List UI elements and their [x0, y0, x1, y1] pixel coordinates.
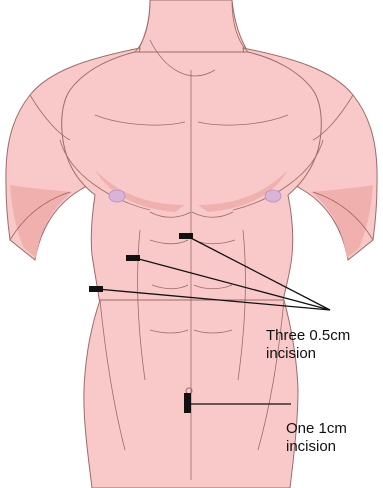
- one-incision-label-line1: One 1cm: [286, 420, 347, 438]
- one-incision-label-line2: incision: [286, 438, 347, 456]
- right-nipple: [265, 190, 281, 202]
- one-incision-label: One 1cm incision: [286, 420, 347, 456]
- three-incision-label-line1: Three 0.5cm: [266, 327, 350, 345]
- umbilical-port-incision: [184, 393, 191, 413]
- neck: [135, 0, 250, 55]
- mid-right-port-incision: [126, 255, 140, 261]
- left-nipple: [109, 190, 125, 202]
- three-incision-label-line2: incision: [266, 345, 350, 363]
- three-incision-label: Three 0.5cm incision: [266, 327, 350, 363]
